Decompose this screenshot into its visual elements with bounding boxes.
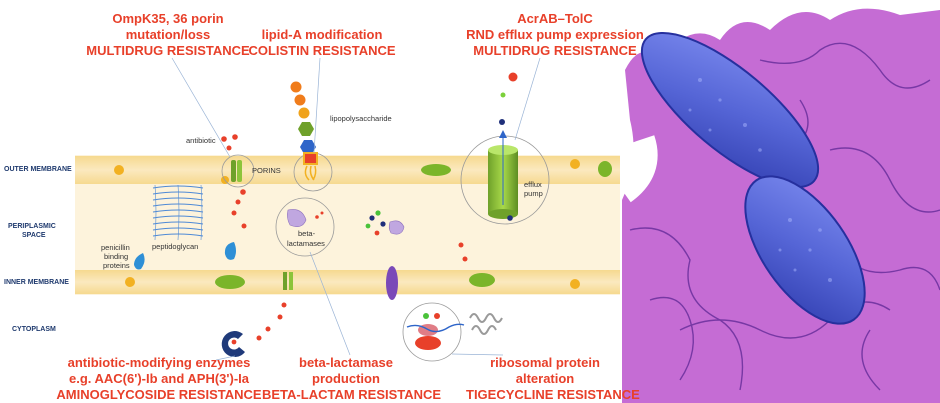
ribosome-group xyxy=(402,302,503,362)
annotation-line: mutation/loss xyxy=(125,27,211,42)
annotation-line: alteration xyxy=(515,371,575,386)
inner-membrane-protein xyxy=(215,275,245,289)
label-beta-1: beta- xyxy=(298,229,316,238)
efflux-pump xyxy=(460,72,550,225)
label-efflux: efflux xyxy=(524,180,542,189)
peptidoglycan-mesh xyxy=(152,184,204,241)
annotation-line: AcrAB–TolC xyxy=(517,11,593,26)
label-pump: pump xyxy=(524,189,543,198)
label-pbp-3: proteins xyxy=(103,261,130,270)
label-antibiotic: antibiotic xyxy=(186,136,216,145)
annotation-porin: OmpK35, 36 porin mutation/loss MULTIDRUG… xyxy=(62,11,274,59)
annotation-line: OmpK35, 36 porin xyxy=(112,11,224,26)
outer-membrane-protein xyxy=(421,164,451,176)
blue-protein xyxy=(224,242,236,260)
annotation-lipid-a: lipid-A modification COLISTIN RESISTANCE xyxy=(237,27,407,59)
inner-membrane-protein xyxy=(570,279,580,289)
annotation-efflux: AcrAB–TolC RND efflux pump expression MU… xyxy=(455,11,655,59)
region-label-space: SPACE xyxy=(22,232,46,239)
region-label-outer-membrane: OUTER MEMBRANE xyxy=(4,166,72,173)
outer-membrane-protein xyxy=(570,159,580,169)
annotation-beta-lactamase: beta-lactamase production BETA-LACTAM RE… xyxy=(262,355,442,403)
annotation-line: MULTIDRUG RESISTANCE xyxy=(86,43,250,58)
label-porins: PORINS xyxy=(252,166,281,175)
beta-lactamase-group xyxy=(275,197,405,257)
annotation-line: TIGECYCLINE RESISTANCE xyxy=(466,387,640,402)
lipopolysaccharide xyxy=(290,81,333,192)
annotation-ribosomal: ribosomal protein alteration TIGECYCLINE… xyxy=(466,355,640,403)
region-label-periplasmic: PERIPLASMIC xyxy=(8,223,56,230)
outer-membrane-protein xyxy=(114,165,124,175)
label-beta-2: lactamases xyxy=(287,239,325,248)
region-label-inner-membrane: INNER MEMBRANE xyxy=(4,279,69,286)
cell-envelope-schematic xyxy=(75,57,620,362)
annotation-line: COLISTIN RESISTANCE xyxy=(248,43,396,58)
annotation-line: AMINOGLYCOSIDE RESISTANCE xyxy=(56,387,262,402)
label-pbp-1: penicillin xyxy=(101,243,130,252)
annotation-line: MULTIDRUG RESISTANCE xyxy=(473,43,637,58)
label-peptidoglycan: peptidoglycan xyxy=(152,242,199,251)
inner-membrane-protein xyxy=(125,277,135,287)
annotation-line: beta-lactamase xyxy=(299,355,393,370)
inner-membrane xyxy=(75,270,620,294)
inner-membrane-protein xyxy=(469,273,495,287)
region-label-cytoplasm: CYTOPLASM xyxy=(12,326,56,333)
penicillin-binding-protein xyxy=(134,253,145,270)
annotation-line: lipid-A modification xyxy=(261,27,383,42)
aminoglycoside-enzyme xyxy=(221,331,245,358)
outer-membrane xyxy=(75,156,620,184)
inner-membrane-protein xyxy=(386,266,398,300)
annotation-enzymes: antibiotic-modifying enzymes e.g. AAC(6'… xyxy=(48,355,270,403)
pointer-lines xyxy=(171,57,541,361)
annotation-line: production xyxy=(312,371,380,386)
annotation-line: ribosomal protein xyxy=(490,355,600,370)
label-pbp-2: binding xyxy=(104,252,129,261)
label-lipopolysaccharide: lipopolysaccharide xyxy=(330,114,392,123)
annotation-line: antibiotic-modifying enzymes xyxy=(67,355,251,370)
annotation-line: RND efflux pump expression xyxy=(466,27,644,42)
inner-membrane-protein xyxy=(283,272,287,290)
outer-membrane-protein xyxy=(598,161,612,177)
porin-channel xyxy=(221,154,255,188)
inner-membrane-protein xyxy=(289,272,293,290)
annotation-line: BETA-LACTAM RESISTANCE xyxy=(262,387,442,402)
sem-micrograph xyxy=(622,0,940,403)
annotation-line: e.g. AAC(6')-Ib and APH(3')-Ia xyxy=(68,371,249,386)
